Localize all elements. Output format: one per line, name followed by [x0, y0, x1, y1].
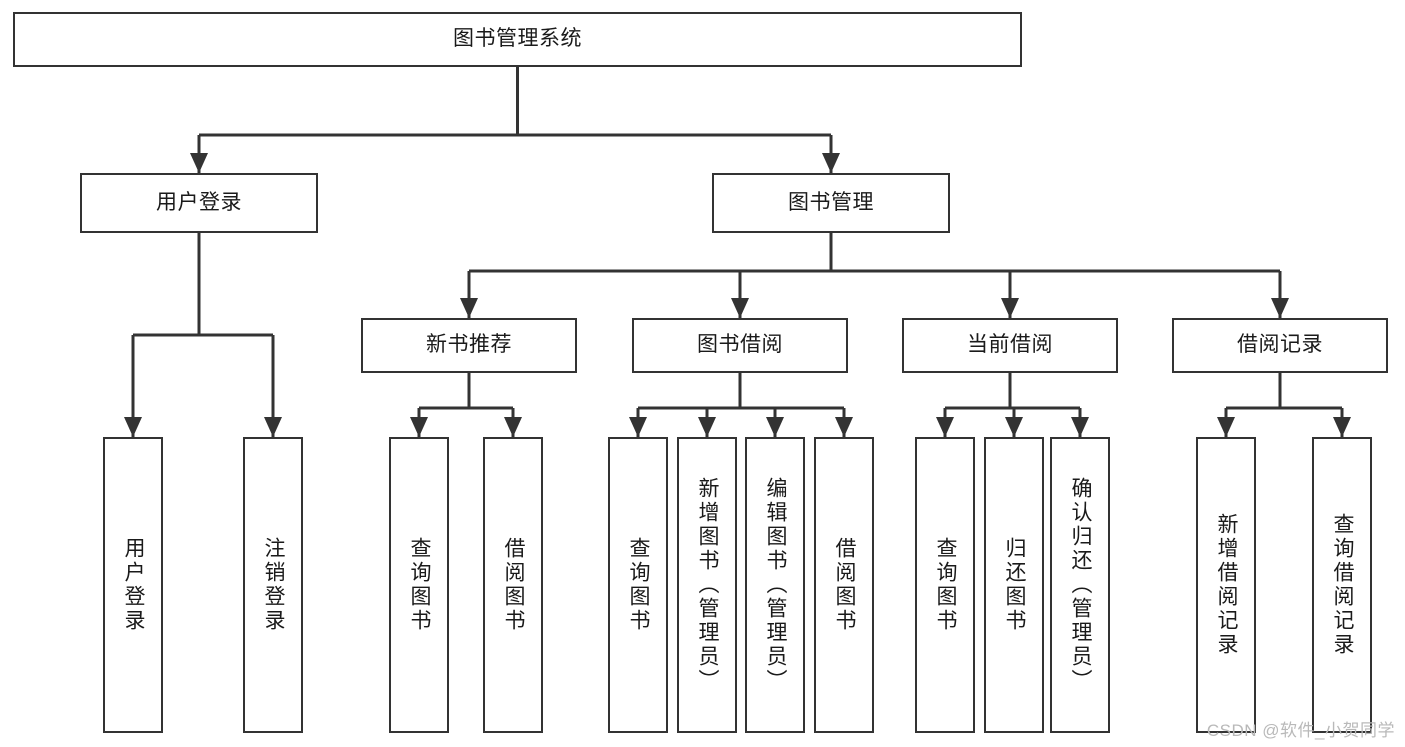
- edge-arrowhead: [766, 417, 784, 437]
- edge-arrowhead: [629, 417, 647, 437]
- node-book-manage[interactable]: 图书管理: [712, 173, 950, 233]
- node-borrow-record[interactable]: 借阅记录: [1172, 318, 1388, 373]
- node-label: 新增图书（管理员）: [696, 477, 720, 693]
- node-user-login[interactable]: 用户登录: [80, 173, 318, 233]
- edge-arrowhead: [190, 153, 208, 173]
- edge-arrowhead: [264, 417, 282, 437]
- node-label: 确认归还（管理员）: [1069, 477, 1093, 693]
- node-label: 借阅图书: [833, 537, 857, 633]
- edge-arrowhead: [410, 417, 428, 437]
- node-leaf-logout[interactable]: 注销登录: [243, 437, 303, 733]
- edge-arrowhead: [504, 417, 522, 437]
- node-leaf-edit-book[interactable]: 编辑图书（管理员）: [745, 437, 805, 733]
- edge-arrowhead: [835, 417, 853, 437]
- node-label: 查询图书: [934, 537, 958, 633]
- node-book-borrow[interactable]: 图书借阅: [632, 318, 848, 373]
- edge-arrowhead: [1001, 298, 1019, 318]
- node-label: 用户登录: [156, 190, 242, 214]
- node-label: 查询图书: [408, 537, 432, 633]
- node-leaf-query-book-3[interactable]: 查询图书: [915, 437, 975, 733]
- edge-arrowhead: [460, 298, 478, 318]
- node-leaf-add-record[interactable]: 新增借阅记录: [1196, 437, 1256, 733]
- node-label: 新书推荐: [426, 333, 512, 357]
- edge-arrowhead: [1071, 417, 1089, 437]
- node-root[interactable]: 图书管理系统: [13, 12, 1022, 67]
- node-label: 注销登录: [262, 537, 286, 633]
- node-current-borrow[interactable]: 当前借阅: [902, 318, 1118, 373]
- edge-arrowhead: [1333, 417, 1351, 437]
- node-leaf-return-book[interactable]: 归还图书: [984, 437, 1044, 733]
- node-leaf-query-record[interactable]: 查询借阅记录: [1312, 437, 1372, 733]
- edge-arrowhead: [822, 153, 840, 173]
- node-leaf-add-book[interactable]: 新增图书（管理员）: [677, 437, 737, 733]
- edge-arrowhead: [1005, 417, 1023, 437]
- node-label: 当前借阅: [967, 333, 1053, 357]
- node-leaf-query-book-1[interactable]: 查询图书: [389, 437, 449, 733]
- node-label: 图书借阅: [697, 333, 783, 357]
- node-label: 查询借阅记录: [1331, 513, 1355, 657]
- edge-arrowhead: [731, 298, 749, 318]
- node-leaf-borrow-book-2[interactable]: 借阅图书: [814, 437, 874, 733]
- node-label: 编辑图书（管理员）: [764, 477, 788, 693]
- node-label: 图书管理: [788, 190, 874, 214]
- node-leaf-query-book-2[interactable]: 查询图书: [608, 437, 668, 733]
- node-label: 借阅图书: [502, 537, 526, 633]
- node-leaf-user-login[interactable]: 用户登录: [103, 437, 163, 733]
- edge-arrowhead: [124, 417, 142, 437]
- node-label: 用户登录: [122, 537, 146, 633]
- node-leaf-borrow-book-1[interactable]: 借阅图书: [483, 437, 543, 733]
- node-label: 借阅记录: [1237, 333, 1323, 357]
- node-label: 新增借阅记录: [1215, 513, 1239, 657]
- node-label: 归还图书: [1003, 537, 1027, 633]
- node-label: 查询图书: [627, 537, 651, 633]
- edge-arrowhead: [698, 417, 716, 437]
- node-label: 图书管理系统: [453, 27, 582, 51]
- node-leaf-confirm-return[interactable]: 确认归还（管理员）: [1050, 437, 1110, 733]
- edge-arrowhead: [1217, 417, 1235, 437]
- node-new-book-rec[interactable]: 新书推荐: [361, 318, 577, 373]
- edge-arrowhead: [1271, 298, 1289, 318]
- edge-arrowhead: [936, 417, 954, 437]
